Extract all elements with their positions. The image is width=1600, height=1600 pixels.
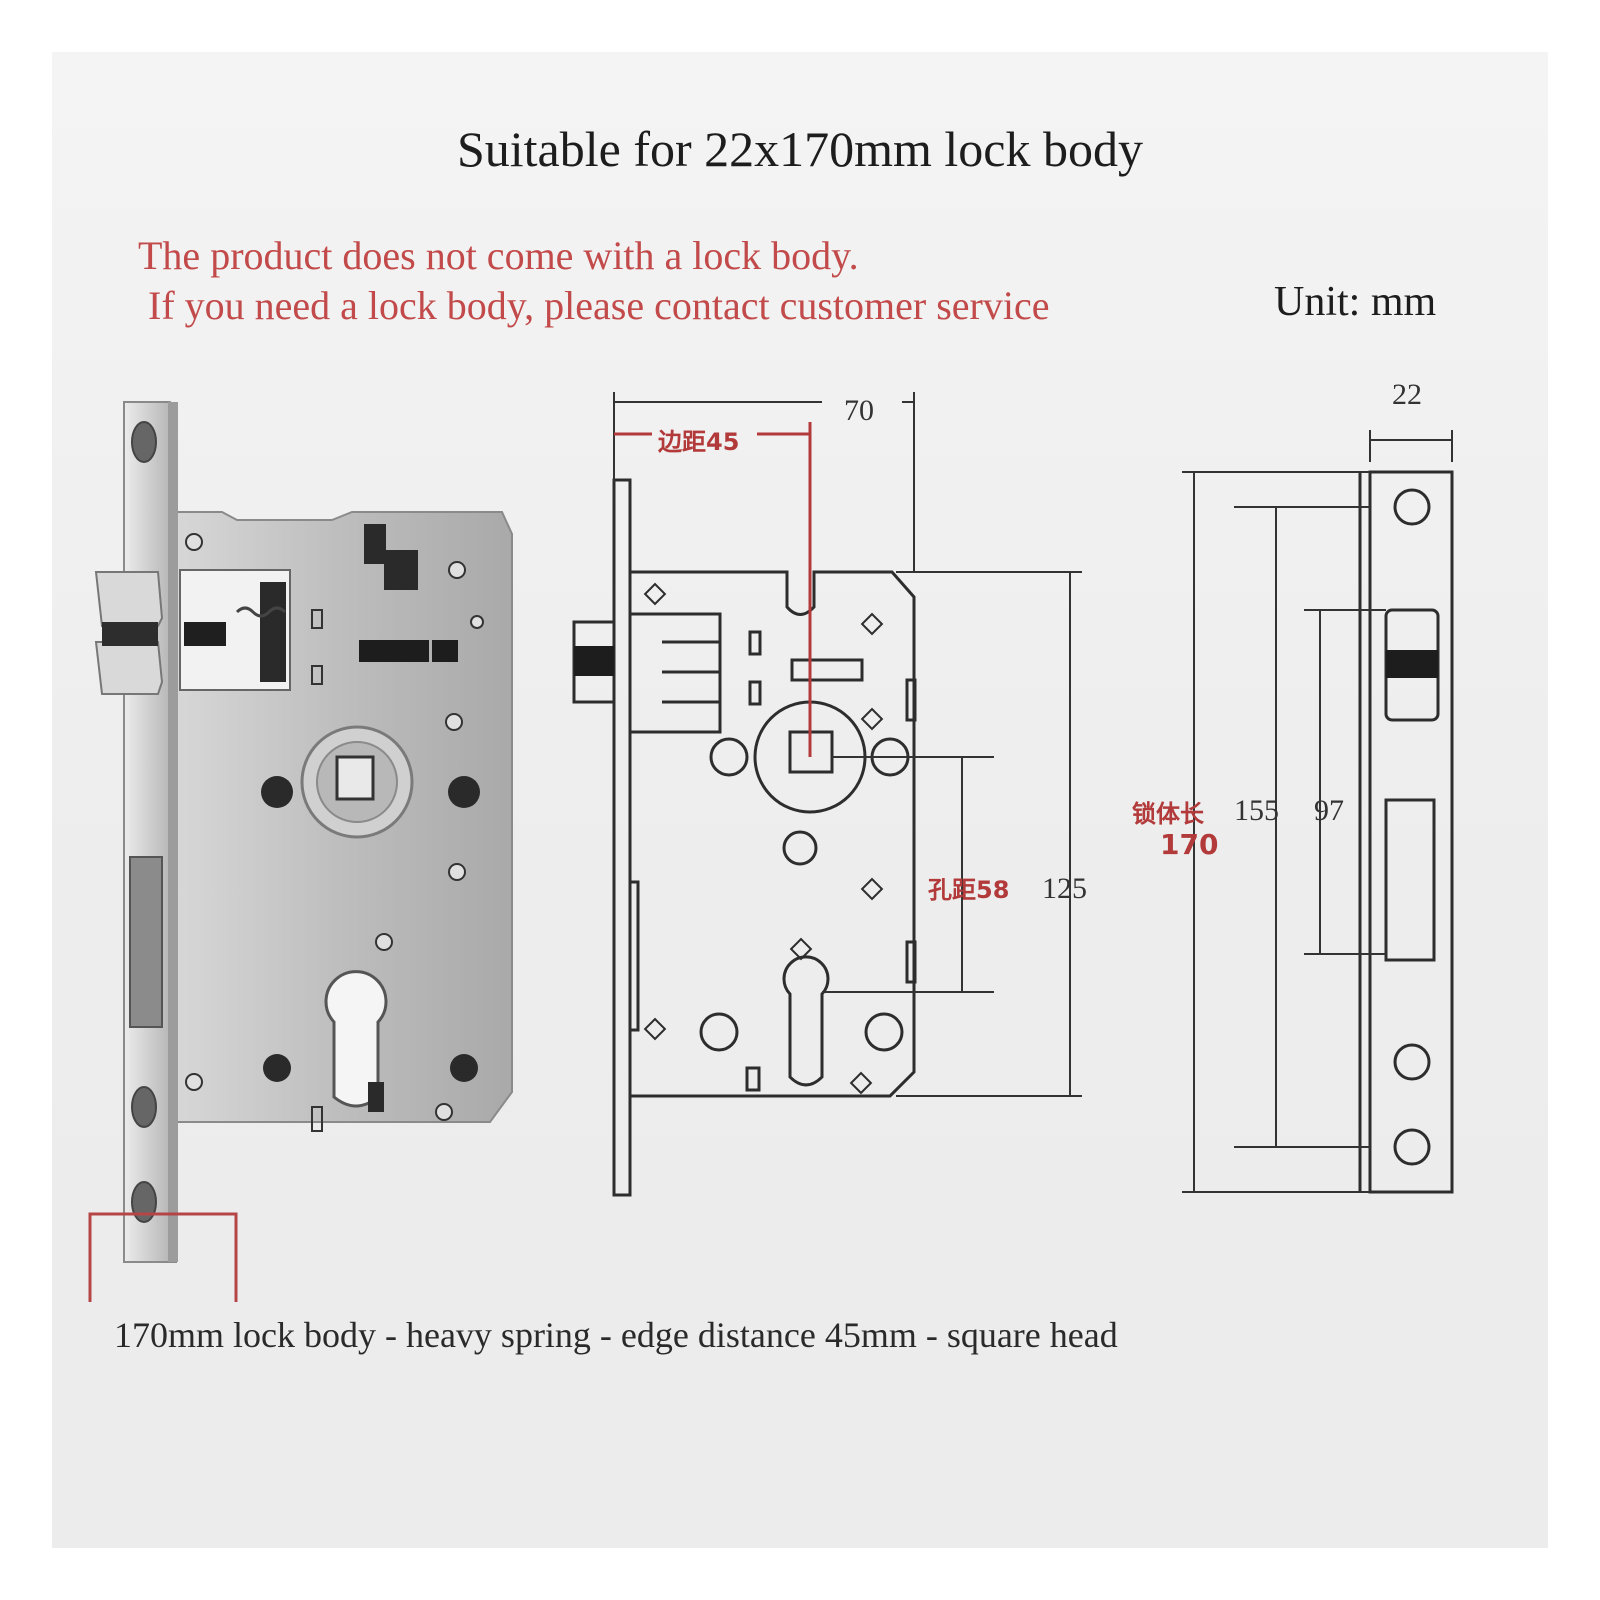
hole-distance-label: 孔距58: [928, 876, 1010, 904]
lock-length-label: 锁体长: [1132, 800, 1204, 828]
edge-distance-label: 边距45: [658, 428, 740, 456]
lock-length-value: 170: [1160, 828, 1219, 861]
notice-line-1: The product does not come with a lock bo…: [138, 233, 859, 278]
faceplate-97-label: 97: [1314, 794, 1344, 827]
unit-label: Unit: mm: [1274, 279, 1437, 325]
product-caption: 170mm lock body - heavy spring - edge di…: [114, 1315, 1118, 1355]
lock-body-side-drawing: [572, 392, 1082, 1197]
width-dimension-label: 70: [844, 394, 874, 427]
faceplate-drawing: [1182, 430, 1454, 1194]
faceplate-155-label: 155: [1234, 794, 1279, 827]
height-dimension-label: 125: [1042, 872, 1087, 905]
notice-line-2: If you need a lock body, please contact …: [148, 283, 1050, 328]
product-image-panel: Suitable for 22x170mm lock body The prod…: [52, 52, 1548, 1548]
lock-body-photo: [88, 401, 513, 1302]
thickness-dimension-label: 22: [1392, 378, 1422, 411]
page-title: Suitable for 22x170mm lock body: [456, 121, 1144, 177]
